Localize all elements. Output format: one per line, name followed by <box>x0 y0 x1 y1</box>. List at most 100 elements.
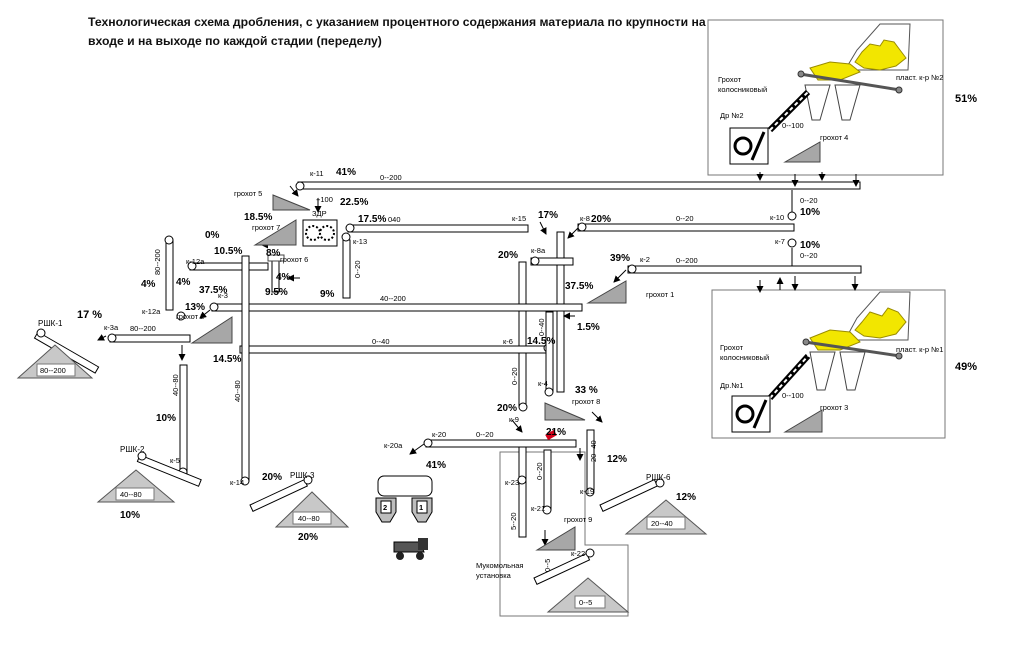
label-percent: 33 % <box>575 385 598 396</box>
label-percent: 10.5% <box>214 246 242 257</box>
label-stockpile: РШК-3 <box>290 471 315 480</box>
bunker-icon <box>375 475 433 523</box>
label-percent: 39% <box>610 253 630 264</box>
label-percent: 22.5% <box>340 197 368 208</box>
mill-marker <box>545 429 557 441</box>
screen-2 <box>190 316 233 344</box>
label-percent: 20% <box>497 403 517 414</box>
twin-roll-crusher-icon <box>302 219 338 247</box>
label-percent: 17% <box>538 210 558 221</box>
label-percent: 49% <box>955 361 977 373</box>
label-percent: 17.5% <box>358 214 386 225</box>
label-size: 0--200 <box>380 173 402 182</box>
label-size: 040 <box>388 215 401 224</box>
label-conveyor: к-23 <box>505 478 519 487</box>
label-size: 80--200 <box>153 249 162 275</box>
label-equipment: Др.№1 <box>720 381 744 390</box>
label-conveyor: к-20а <box>384 441 403 450</box>
label-size: 5--20 <box>509 512 518 530</box>
label-percent: 41% <box>426 460 446 471</box>
label-equipment: грохот 7 <box>252 223 280 232</box>
screen-7 <box>253 219 297 246</box>
label-size: 0--5 <box>543 559 552 572</box>
ore-heap-icon <box>809 39 907 81</box>
label-size: 40--80 <box>233 380 242 402</box>
label-percent: 51% <box>955 93 977 105</box>
label-size: 40--200 <box>380 294 406 303</box>
label-conveyor: к-11 <box>310 169 324 178</box>
label-conveyor: к-8 <box>580 214 590 223</box>
label-conveyor: к-10 <box>770 213 784 222</box>
label-equipment: ЗДР <box>312 209 327 218</box>
grizzly-screen-icon <box>767 353 811 401</box>
label-percent: 14.5% <box>213 354 241 365</box>
label-stockpile: РШК-2 <box>120 445 145 454</box>
page-title: Технологическая схема дробления, с указа… <box>88 13 708 51</box>
label-percent: 21% <box>546 427 566 438</box>
label-equipment: грохот 5 <box>234 189 262 198</box>
screens <box>190 194 627 551</box>
conveyors <box>33 172 862 586</box>
label-size: 40--80 <box>171 374 180 396</box>
label-equipment: грохот 6 <box>280 255 308 264</box>
label-conveyor: к-19 <box>580 487 594 496</box>
label-equipment: грохот 8 <box>572 397 600 406</box>
label-percent: 4% <box>276 272 291 283</box>
label-conveyor: к-7 <box>775 237 785 246</box>
label-stockpile: 40--80 <box>120 490 142 499</box>
label-size: 0--20 <box>800 196 818 205</box>
primary-crushing-unit-2 <box>707 19 944 176</box>
title-line-2: входе и на выходе по каждой стадии (пере… <box>88 34 382 48</box>
label-equipment: колосниковый <box>718 85 767 94</box>
label-percent: 10% <box>120 510 140 521</box>
label-percent: 20% <box>298 532 318 543</box>
label-conveyor: к-8а <box>531 246 546 255</box>
label-percent: 1.5% <box>577 322 600 333</box>
label-stockpile: РШК-6 <box>646 473 671 482</box>
label-conveyor: к-14 <box>230 478 244 487</box>
label-stockpile: 20--40 <box>651 519 673 528</box>
label-size: 0--40 <box>372 337 390 346</box>
label-percent: 20% <box>498 250 518 261</box>
jaw-crusher-icon <box>729 127 769 165</box>
title-line-1: Технологическая схема дробления, с указа… <box>88 15 706 29</box>
labels: 51% 49% 41% 22.5% 18.5% 17.5% 17% 20% 10… <box>38 73 977 607</box>
screen-5 <box>272 194 311 211</box>
primary-crushing-unit-1 <box>711 289 946 439</box>
label-conveyor: к-5 <box>170 456 180 465</box>
vibrating-screen-icon <box>783 409 823 433</box>
mill-frame <box>499 451 629 617</box>
label-size: 0--40 <box>537 318 546 336</box>
label-conveyor: к-20 <box>432 430 446 439</box>
label-equipment: грохот 3 <box>820 403 848 412</box>
label-percent: 17 % <box>77 309 102 321</box>
stockpile-icon <box>274 491 350 528</box>
label-percent: 12% <box>676 492 696 503</box>
label-percent: 13% <box>185 302 205 313</box>
label-size: +100 <box>316 195 333 204</box>
label-percent: 0% <box>205 230 220 241</box>
label-equipment: грохот 1 <box>646 290 674 299</box>
label-stockpile: 0--5 <box>579 598 592 607</box>
label-percent: 37.5% <box>199 285 227 296</box>
label-equipment: Др №2 <box>720 111 744 120</box>
label-percent: 20% <box>591 214 611 225</box>
label-conveyor: к-6 <box>503 337 513 346</box>
stockpiles <box>16 344 708 613</box>
label-size: 0--20 <box>676 214 694 223</box>
label-size: 0--20 <box>476 430 494 439</box>
label-percent: 10% <box>156 413 176 424</box>
label-conveyor: к-12а <box>186 257 205 266</box>
screen-9 <box>535 526 576 551</box>
label-percent: 10% <box>800 207 820 218</box>
label-equipment: пласт. к-р №1 <box>896 345 943 354</box>
label-equipment: установка <box>476 571 512 580</box>
stockpile-icon <box>546 577 630 613</box>
label-equipment: грохот 4 <box>820 133 848 142</box>
label-conveyor: к-22 <box>571 549 585 558</box>
label-conveyor: к-13 <box>353 237 367 246</box>
label-size: 0--100 <box>782 391 804 400</box>
label-percent: 18.5% <box>244 212 272 223</box>
label-equipment: Мукомольная <box>476 561 523 570</box>
